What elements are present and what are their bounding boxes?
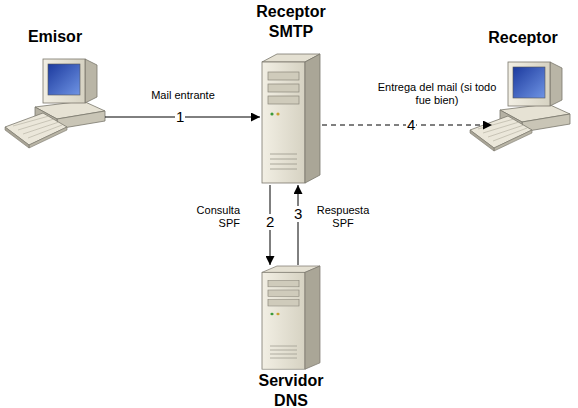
callout-number: 1 bbox=[175, 109, 185, 125]
server-icon bbox=[262, 266, 320, 369]
edge-label: Entrega del mail (si todo fue bien) bbox=[377, 81, 497, 107]
node-box: Servidor DNS bbox=[260, 265, 322, 367]
node-box: Receptor bbox=[492, 60, 575, 150]
node-title: Receptor bbox=[468, 28, 578, 48]
server-icon bbox=[262, 54, 320, 183]
arrow-line bbox=[298, 185, 299, 265]
callout-number: 2 bbox=[265, 214, 275, 230]
node-title: Emisor bbox=[5, 27, 105, 47]
node-box: Emisor bbox=[5, 57, 105, 147]
callout-number: 3 bbox=[293, 206, 303, 222]
edge-label: Consulta SPF bbox=[180, 204, 240, 230]
edge-label: Mail entrante bbox=[138, 89, 228, 102]
node-title: Servidor DNS bbox=[250, 371, 332, 408]
computer-icon bbox=[5, 59, 105, 148]
edge-label: Respuesta SPF bbox=[312, 204, 374, 230]
node-title: Receptor SMTP bbox=[242, 2, 340, 42]
node-box: Receptor SMTP bbox=[260, 52, 322, 185]
computer-icon bbox=[470, 62, 570, 151]
callout-number: 4 bbox=[406, 117, 416, 133]
